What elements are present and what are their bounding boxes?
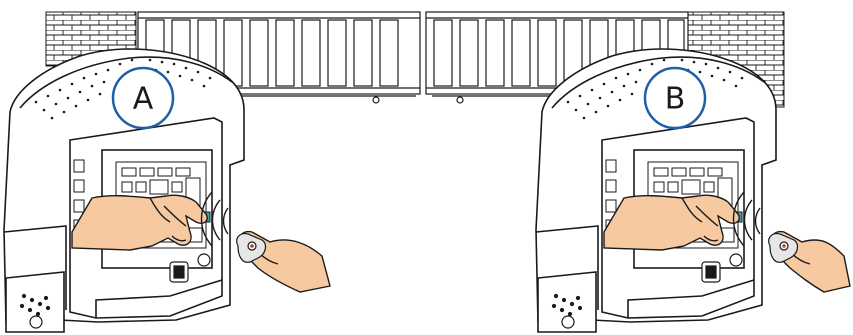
callout-b: B bbox=[645, 68, 705, 128]
pressing-hand bbox=[72, 195, 207, 250]
panel-b: B bbox=[536, 49, 850, 332]
callout-a: A bbox=[113, 68, 173, 128]
callout-label-a: A bbox=[133, 82, 154, 117]
pressing-hand bbox=[604, 195, 739, 250]
callout-label-b: B bbox=[665, 82, 686, 117]
